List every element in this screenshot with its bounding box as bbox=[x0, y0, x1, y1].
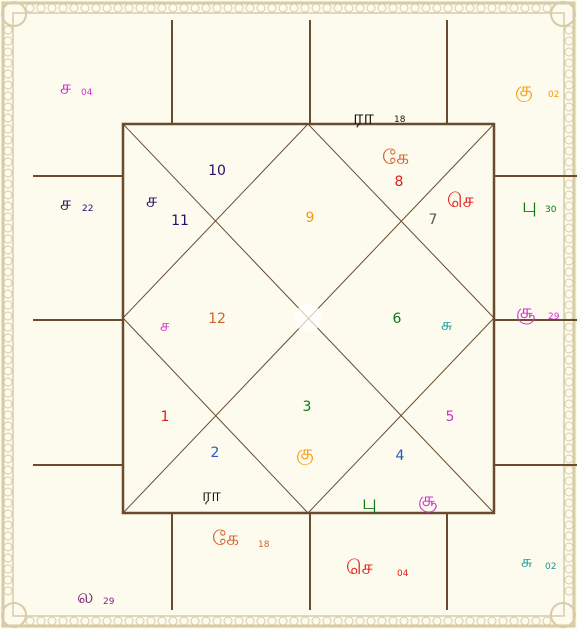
house-number: 4 bbox=[396, 448, 405, 464]
planet-glyph: சு bbox=[441, 315, 452, 335]
planet-degree: 29 bbox=[103, 597, 115, 607]
planet-glyph: பு bbox=[362, 490, 377, 514]
planet-degree: 04 bbox=[81, 88, 93, 98]
planet-glyph: கே bbox=[212, 526, 239, 550]
house-number: 12 bbox=[208, 311, 226, 327]
planet-degree: 18 bbox=[394, 115, 406, 125]
planet-degree: 18 bbox=[258, 540, 270, 550]
planet-degree: 02 bbox=[548, 90, 559, 100]
planet-glyph: ச bbox=[60, 75, 71, 99]
planet-glyph: ரா bbox=[353, 105, 374, 129]
planet-glyph: சூ bbox=[418, 487, 437, 512]
house-number: 5 bbox=[446, 409, 455, 425]
house-number: 2 bbox=[211, 445, 220, 461]
planet-glyph: செ bbox=[447, 188, 474, 212]
planet-glyph: ரா bbox=[202, 485, 221, 506]
planet-glyph: கு bbox=[515, 77, 533, 102]
house-number: 10 bbox=[208, 163, 226, 179]
planet-glyph: ச bbox=[160, 316, 170, 336]
planet-degree: 29 bbox=[548, 312, 560, 322]
planet-glyph: கு bbox=[296, 440, 314, 465]
center-glow bbox=[294, 304, 322, 332]
planet-glyph: கே bbox=[382, 145, 409, 169]
house-number: 7 bbox=[429, 212, 438, 228]
planet-degree: 30 bbox=[545, 205, 557, 215]
planet-glyph: சூ bbox=[516, 299, 535, 324]
planet-glyph: ல bbox=[77, 584, 94, 608]
house-number: 3 bbox=[303, 399, 312, 415]
planet-glyph: சு bbox=[521, 552, 532, 572]
house-number: 11 bbox=[171, 213, 189, 229]
planet-degree: 04 bbox=[397, 569, 409, 579]
planet-degree: 02 bbox=[545, 562, 556, 572]
house-number: 6 bbox=[393, 311, 402, 327]
planet-degree: 22 bbox=[82, 204, 93, 214]
house-number: 1 bbox=[161, 409, 170, 425]
planet-glyph: ச bbox=[60, 191, 71, 215]
house-number: 8 bbox=[395, 174, 404, 190]
house-number: 9 bbox=[306, 210, 315, 226]
planet-glyph: பு bbox=[522, 193, 537, 217]
planet-glyph: ச bbox=[146, 188, 157, 212]
planet-glyph: செ bbox=[346, 555, 373, 579]
